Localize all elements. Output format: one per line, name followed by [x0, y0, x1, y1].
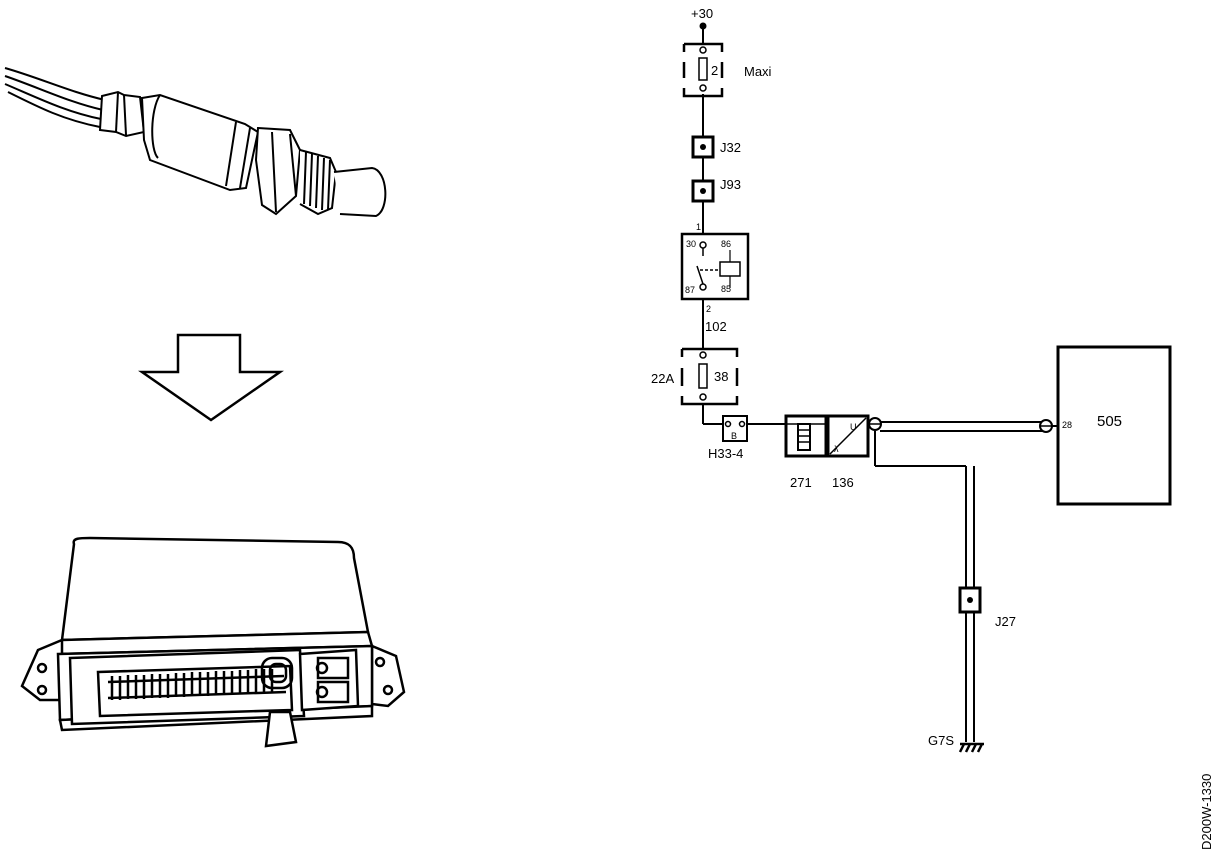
heater-271	[784, 414, 828, 458]
sensor-lambda-symbol: λ	[834, 444, 839, 454]
oxygen-sensor-illustration	[4, 67, 387, 218]
heater-271-label: 271	[790, 475, 812, 490]
ground-symbol	[958, 742, 984, 753]
connector-j32-label: J32	[720, 140, 741, 155]
relay-pin-1: 1	[696, 222, 701, 232]
relay-pin-30: 30	[686, 239, 696, 249]
connector-j27-label: J27	[995, 614, 1016, 629]
connector-h33-4-pin: B	[731, 431, 737, 441]
maxi-fuse	[682, 42, 724, 98]
relay-pin-87: 87	[685, 285, 695, 295]
relay-pin-2: 2	[706, 304, 711, 314]
fuse-22a	[680, 347, 739, 406]
schematic-wires	[702, 26, 1058, 742]
maxi-fuse-label: Maxi	[744, 64, 772, 79]
relay-id-label: 102	[705, 319, 727, 334]
connector-j27	[958, 586, 982, 614]
lambda-sensor-136	[826, 414, 882, 458]
relay-pin-85: 85	[721, 284, 731, 294]
fuse-22a-label: 22A	[651, 371, 674, 386]
relay-pin-86: 86	[721, 239, 731, 249]
connector-h33-4-label: H33-4	[708, 446, 743, 461]
supply-label: +30	[691, 6, 713, 21]
connector-j32	[691, 135, 715, 159]
connector-h33-4	[722, 415, 748, 442]
ecu-505-pin: 28	[1062, 420, 1072, 430]
ecu-505	[1039, 345, 1172, 506]
relay-102	[680, 232, 750, 301]
sensor-136-label: 136	[832, 475, 854, 490]
connector-j93	[691, 179, 715, 203]
connector-j93-label: J93	[720, 177, 741, 192]
document-code: D200W-1330	[1199, 774, 1214, 850]
supply-terminal	[699, 22, 707, 30]
ecu-505-label: 505	[1097, 413, 1122, 430]
maxi-fuse-number: 2	[711, 63, 718, 78]
control-module-illustration	[20, 536, 406, 748]
ground-label: G7S	[928, 733, 954, 748]
fuse-22a-number: 38	[714, 369, 728, 384]
down-arrow	[138, 333, 284, 422]
sensor-u-symbol: U	[850, 422, 857, 432]
